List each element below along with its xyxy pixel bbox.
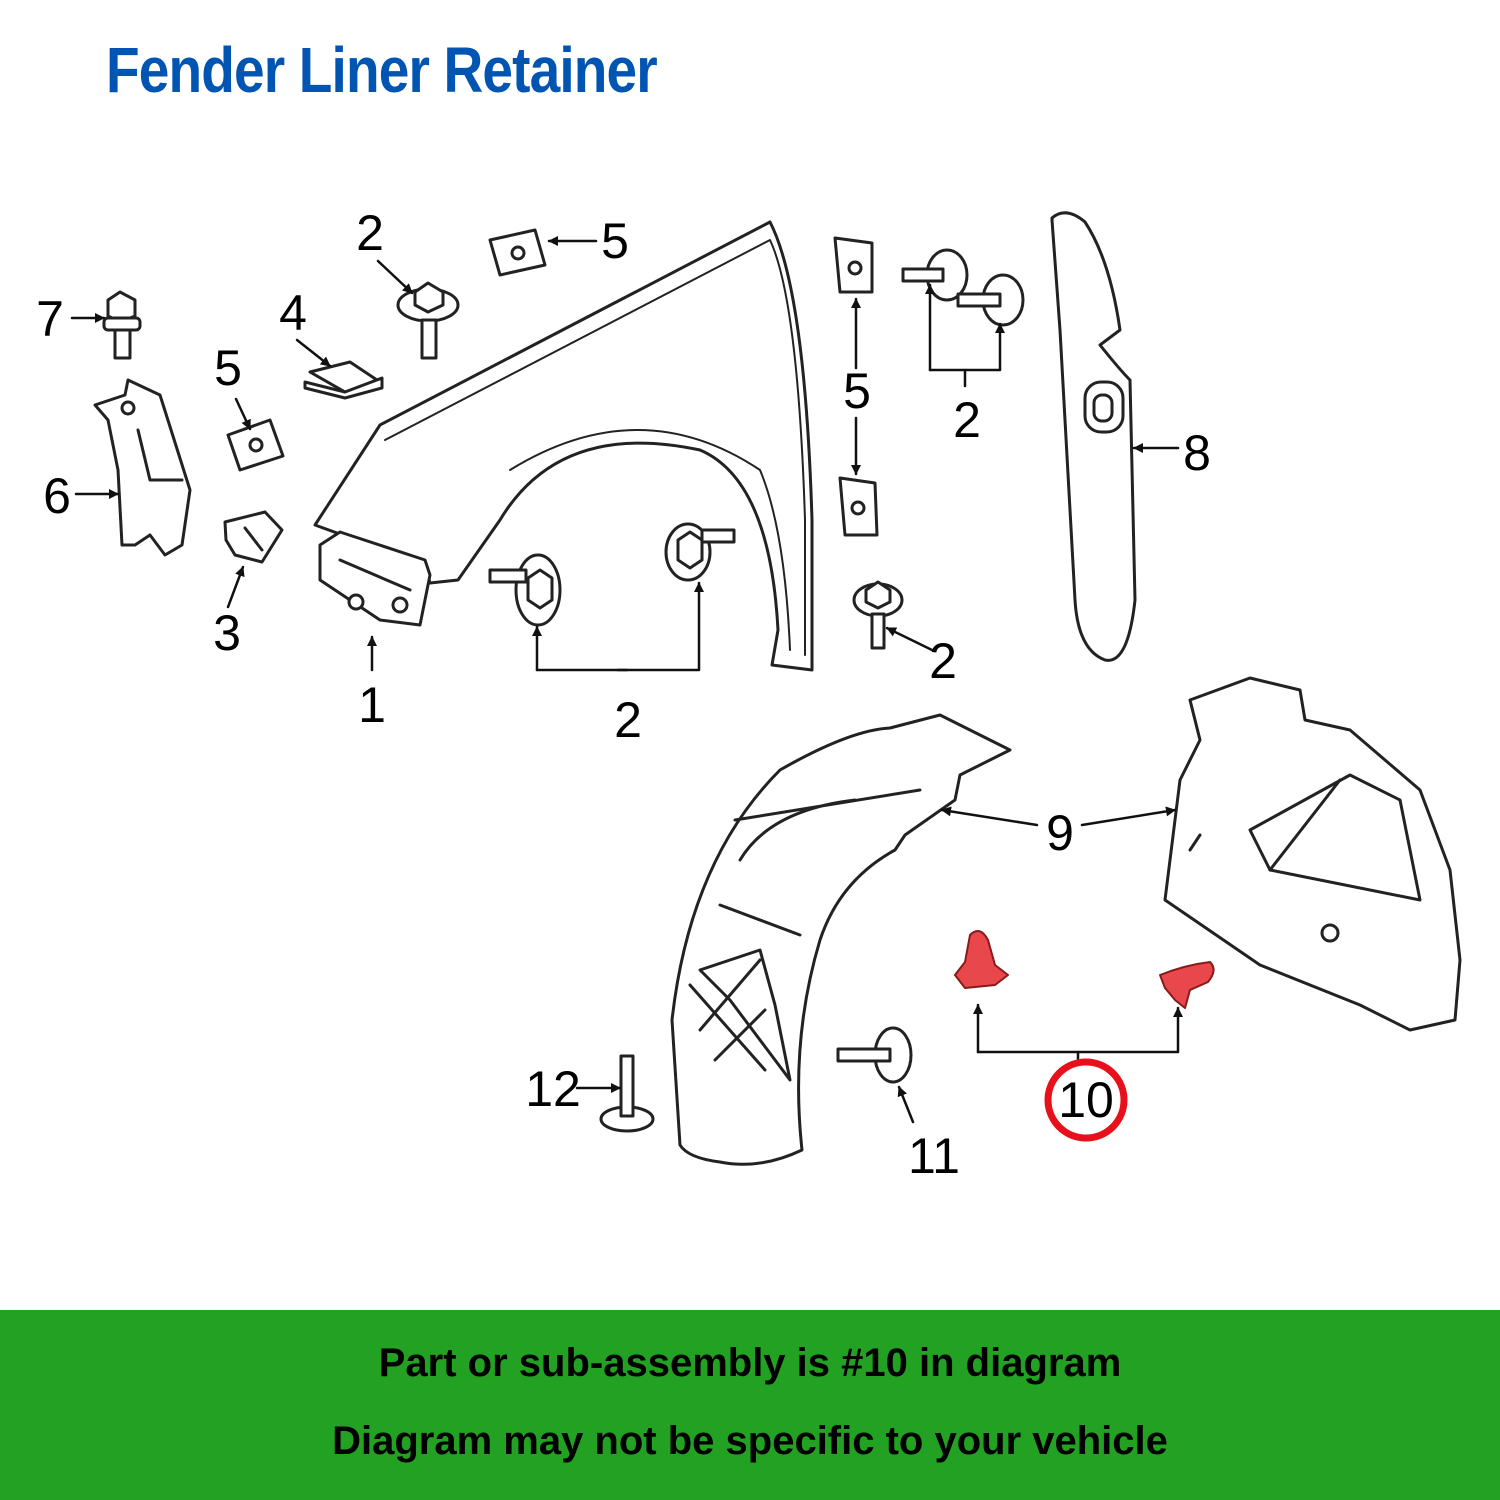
callout-3: 3 — [213, 605, 241, 661]
callout-2-right: 2 — [953, 392, 981, 448]
callout-2-small-bolt: 2 — [929, 633, 957, 689]
nut-part-5 — [226, 228, 879, 537]
callout-11: 11 — [908, 1128, 960, 1184]
callout-5-left: 5 — [214, 340, 242, 396]
bracket-part-6 — [93, 378, 192, 557]
clip-part-3 — [223, 510, 284, 564]
pad-part-4 — [303, 360, 384, 400]
page-title: Fender Liner Retainer — [106, 34, 658, 106]
callout-5-top: 5 — [601, 213, 629, 269]
bolt-part-7 — [102, 290, 142, 360]
callout-2-top: 2 — [356, 205, 384, 261]
parts-diagram: 1 2 3 4 2 5 5 7 6 5 2 2 8 9 10 11 12 — [36, 205, 1462, 1184]
callout-7: 7 — [36, 291, 64, 347]
fender-liner-part-9 — [670, 676, 1462, 1166]
callout-5-right: 5 — [843, 363, 871, 419]
stud-part-12 — [599, 1054, 655, 1133]
highlight-ring — [1044, 1058, 1128, 1142]
seal-part-8 — [1050, 211, 1137, 662]
pin-part-11 — [836, 1026, 913, 1084]
callout-4: 4 — [279, 285, 307, 341]
callout-9: 9 — [1046, 805, 1074, 861]
leader-lines — [70, 236, 1183, 1124]
vehicle-fit-disclaimer: Diagram may not be specific to your vehi… — [332, 1419, 1168, 1463]
fender-panel — [313, 220, 814, 672]
callout-2-lower: 2 — [614, 692, 642, 748]
retainer-part-10 — [954, 930, 1215, 1009]
callout-6: 6 — [43, 468, 71, 524]
callout-10: 10 — [1058, 1072, 1114, 1128]
callout-8: 8 — [1183, 425, 1211, 481]
fender-bracket — [318, 530, 432, 627]
info-banner: Part or sub-assembly is #10 in diagram D… — [0, 1310, 1500, 1500]
bolt-part-2 — [396, 248, 1025, 650]
callout-1: 1 — [358, 677, 386, 733]
part-number-note: Part or sub-assembly is #10 in diagram — [378, 1341, 1122, 1385]
callout-12: 12 — [525, 1061, 581, 1117]
